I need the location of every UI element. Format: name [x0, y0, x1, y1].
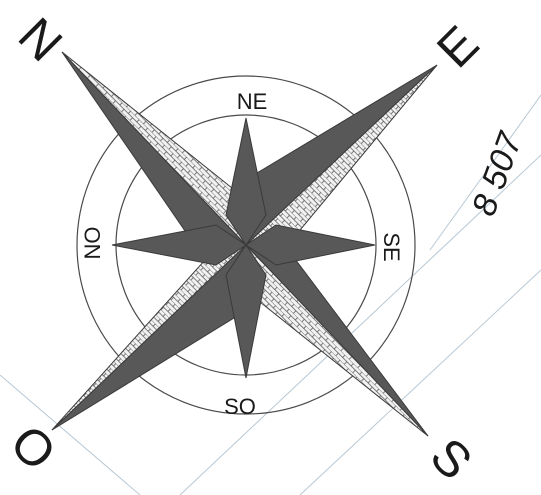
east-point-light	[244, 64, 438, 248]
grid-line	[0, 374, 141, 495]
southwest-label: SO	[224, 394, 256, 419]
east-label: E	[426, 15, 489, 78]
south-label: S	[420, 427, 483, 490]
north-label: N	[8, 7, 73, 72]
grid-line	[299, 269, 541, 495]
northwest-label: NO	[80, 227, 105, 260]
grid-line	[179, 154, 541, 495]
secondary-points	[111, 117, 376, 379]
grid-coordinate-label: 8 507	[465, 127, 530, 221]
northwest-point	[111, 224, 247, 266]
northeast-label: NE	[237, 89, 268, 114]
west-point-light	[51, 244, 247, 431]
grid-line	[429, 94, 541, 251]
north-point-light	[61, 51, 247, 247]
southeast-label: SE	[379, 232, 404, 261]
map-grid-lines	[0, 94, 541, 495]
outer-ring	[76, 75, 416, 415]
